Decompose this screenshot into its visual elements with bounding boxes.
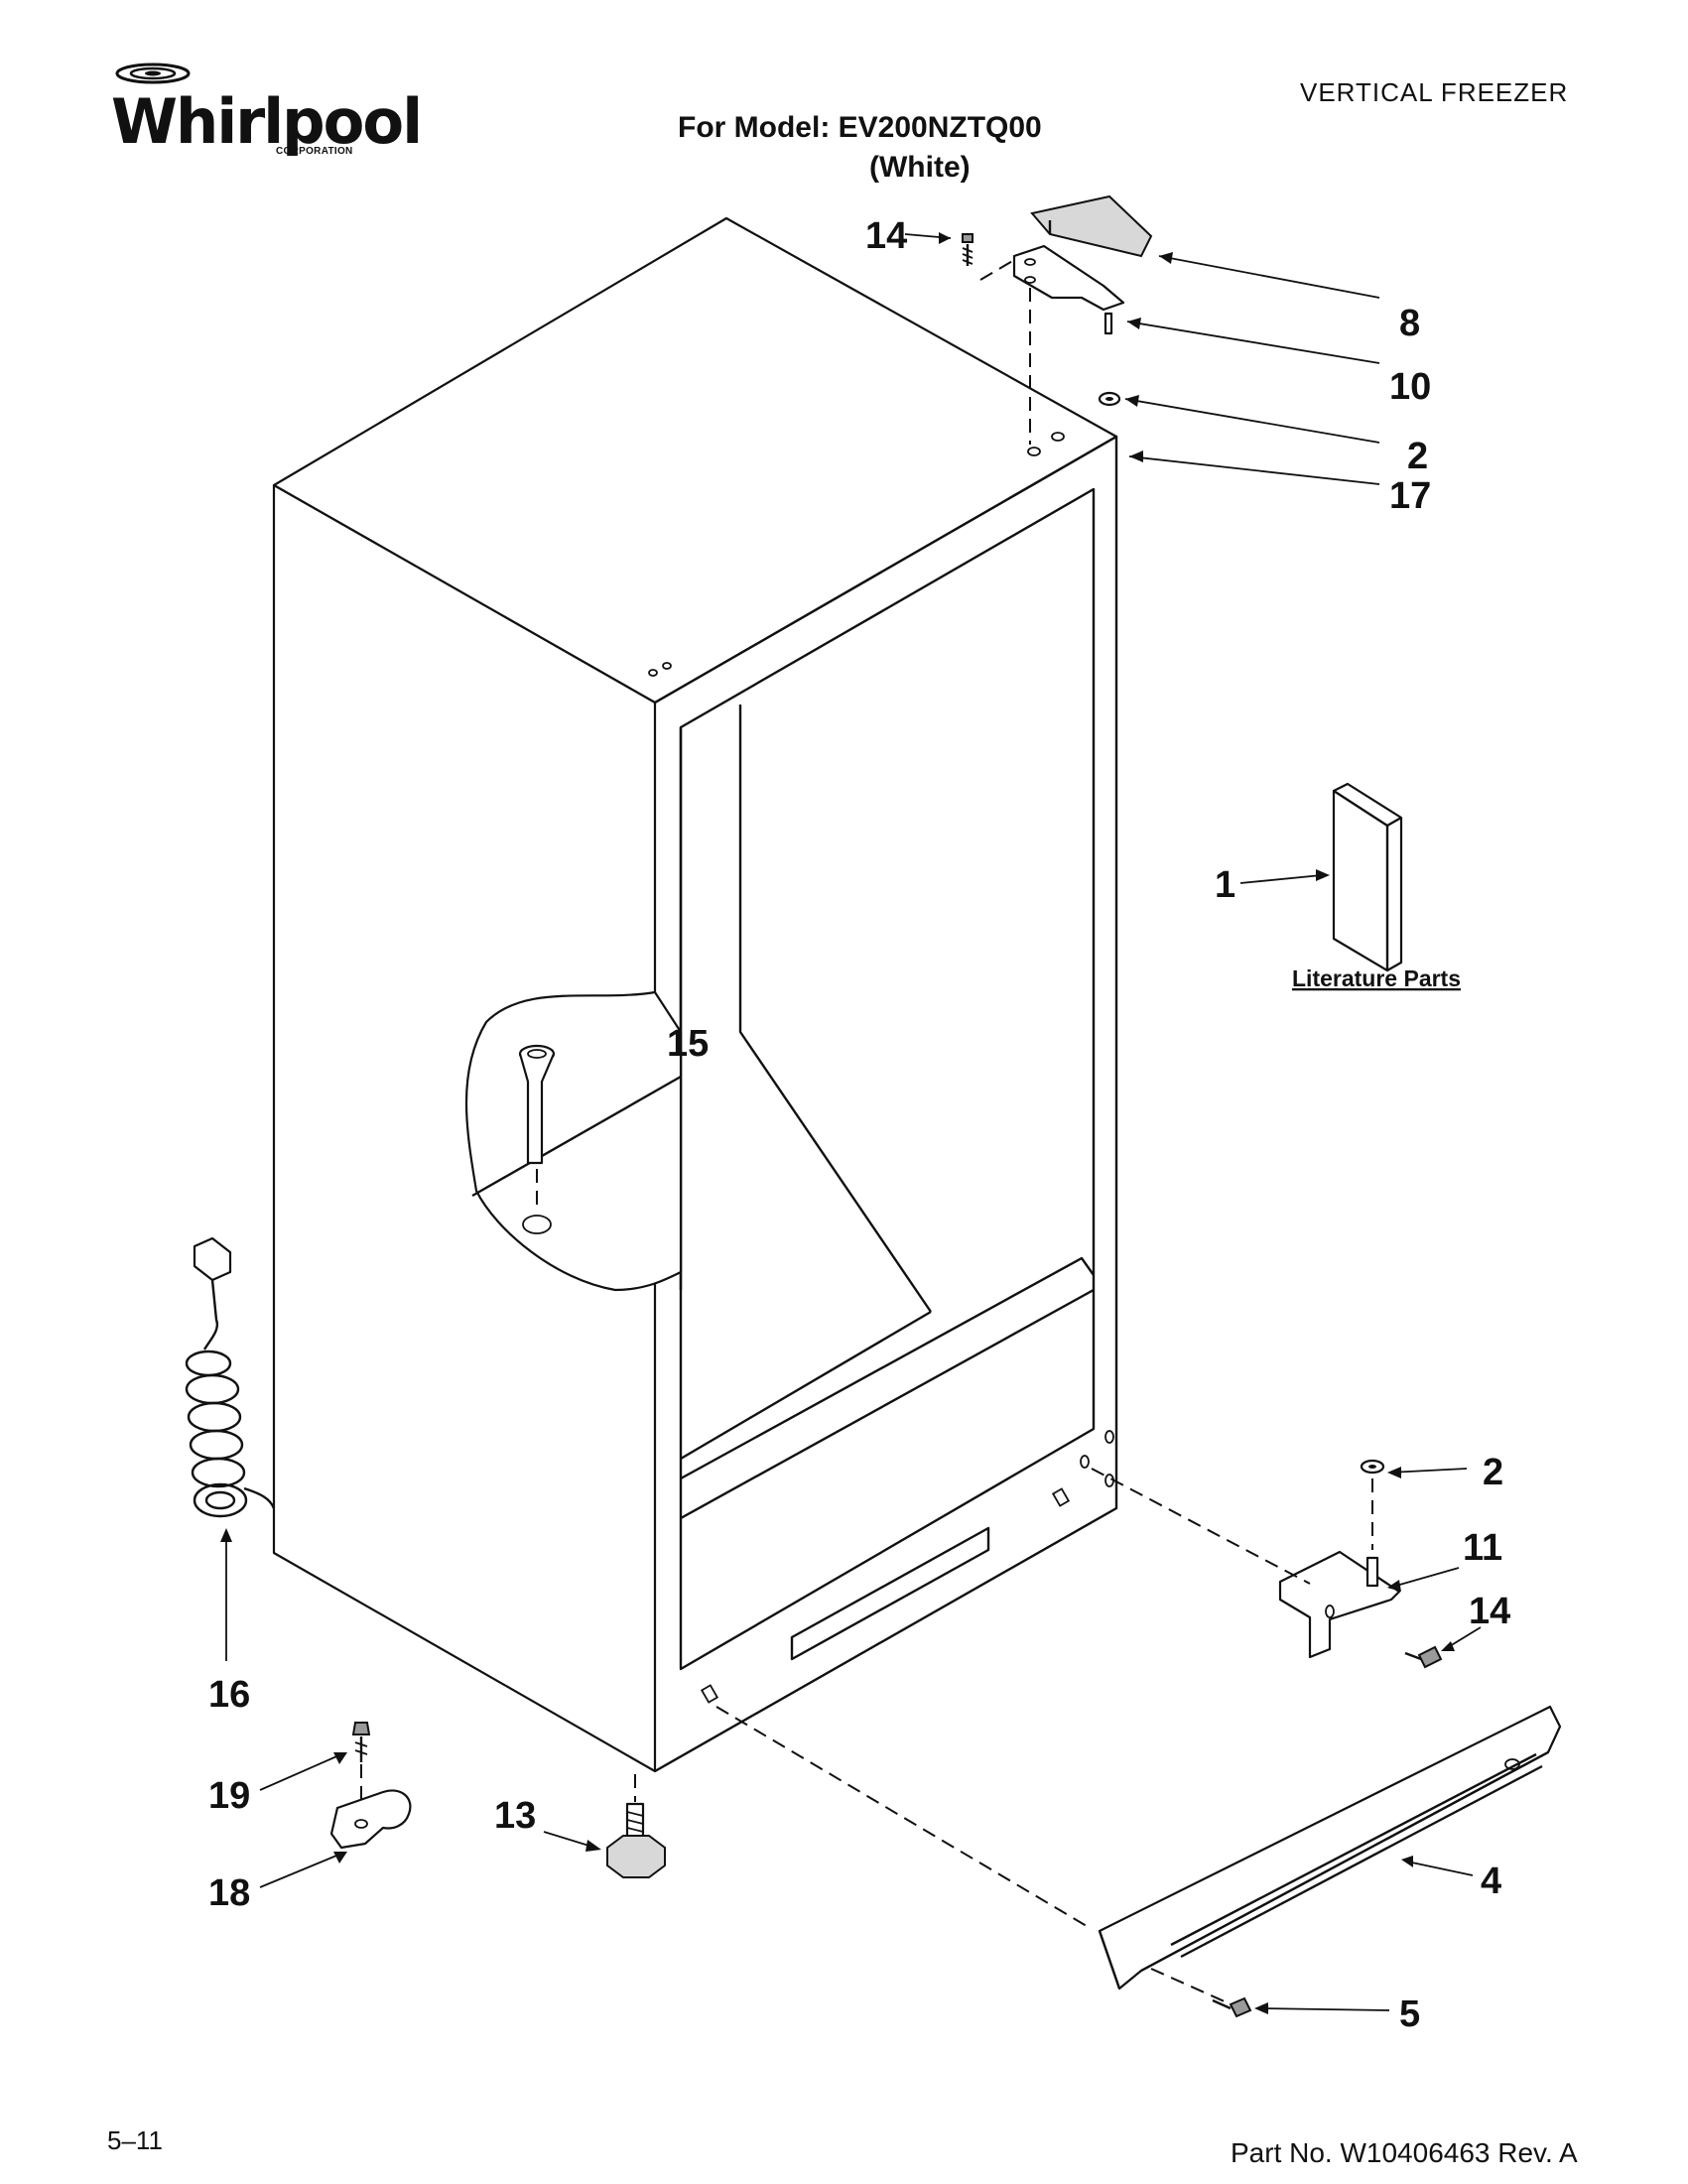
whirlpool-logo: Whirlpool CORPORATION [111, 58, 423, 158]
top-callout-leaders [904, 232, 1380, 485]
parts-18-19-clamp [259, 1722, 412, 1888]
callout-13: 13 [494, 1795, 536, 1837]
part-15-drain-tube [518, 1044, 556, 1213]
callout-19: 19 [208, 1775, 250, 1817]
callout-labels: 14 8 10 2 17 1 Literature Parts 15 2 11 … [208, 215, 1510, 2035]
callout-14-bottom: 14 [1469, 1591, 1510, 1632]
callout-18: 18 [208, 1872, 250, 1914]
bottom-hinge-assembly [1091, 1459, 1482, 1669]
callout-14-top: 14 [865, 215, 907, 257]
callout-16: 16 [208, 1674, 250, 1716]
page-number: 5–11 [107, 2125, 163, 2155]
callout-4: 4 [1481, 1861, 1501, 1902]
part-1-literature [1239, 782, 1403, 972]
callout-2-bottom: 2 [1483, 1452, 1503, 1493]
part-number: Part No. W10406463 Rev. A [1231, 2137, 1578, 2168]
callout-15: 15 [667, 1023, 709, 1065]
model-number: For Model: EV200NZTQ00 [678, 111, 1042, 144]
part-16-power-cord [185, 1236, 276, 1661]
callout-2-top: 2 [1407, 436, 1428, 477]
callout-5: 5 [1399, 1993, 1420, 2035]
model-color: (White) [869, 151, 971, 184]
cabinet [272, 216, 1118, 1773]
callout-10: 10 [1389, 366, 1431, 408]
logo-corporation: CORPORATION [276, 146, 353, 157]
callout-8: 8 [1399, 303, 1420, 344]
part-4-base-grille [715, 1705, 1562, 2018]
top-hinge-assembly [962, 194, 1153, 445]
logo-swirl-icon [115, 63, 191, 84]
logo-wordmark: Whirlpool [111, 85, 423, 158]
callout-1: 1 [1215, 864, 1235, 906]
callout-11: 11 [1463, 1527, 1502, 1569]
product-category: VERTICAL FREEZER [1300, 77, 1569, 107]
literature-parts-label: Literature Parts [1292, 965, 1461, 991]
part-13-leveling-leg [543, 1774, 666, 1878]
callout-17: 17 [1389, 475, 1431, 517]
